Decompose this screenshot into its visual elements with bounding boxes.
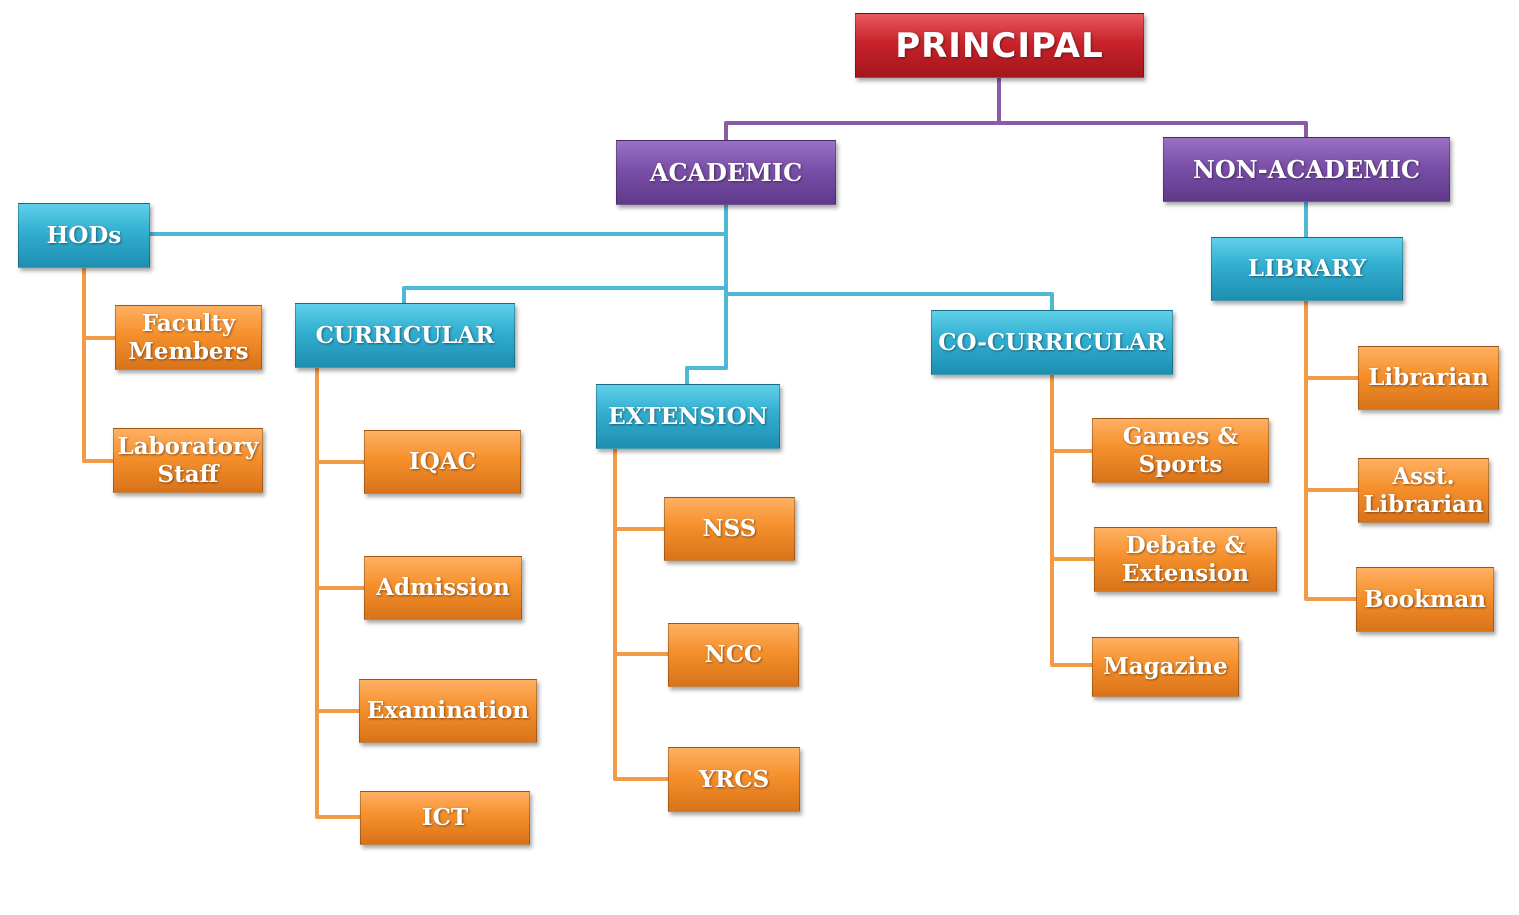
- bookman-box: Bookman: [1356, 567, 1494, 632]
- ncc-label: NCC: [704, 641, 763, 668]
- co-curricular-box: CO-CURRICULAR: [931, 310, 1173, 375]
- line-library-trunk: [1304, 301, 1356, 601]
- co-curricular-label: CO-CURRICULAR: [938, 328, 1166, 356]
- library-box: LIBRARY: [1211, 237, 1403, 301]
- asst-librarian-box: Asst. Librarian: [1358, 458, 1489, 523]
- line-academic-curricular: [402, 286, 726, 303]
- curricular-box: CURRICULAR: [295, 303, 515, 368]
- magazine-label: Magazine: [1103, 653, 1228, 680]
- examination-box: Examination: [359, 679, 537, 743]
- admission-box: Admission: [364, 556, 522, 620]
- admission-label: Admission: [376, 574, 510, 601]
- curricular-label: CURRICULAR: [315, 321, 495, 349]
- nss-box: NSS: [664, 497, 795, 561]
- yrcs-label: YRCS: [698, 765, 770, 793]
- academic-label: ACADEMIC: [649, 157, 803, 187]
- nss-label: NSS: [702, 515, 757, 542]
- ict-label: ICT: [421, 804, 469, 831]
- iqac-box: IQAC: [364, 430, 521, 494]
- principal-label: PRINCIPAL: [895, 25, 1104, 66]
- laboratory-staff-box: Laboratory Staff: [113, 428, 263, 493]
- hods-box: HODs: [18, 203, 150, 268]
- academic-box: ACADEMIC: [616, 140, 836, 205]
- yrcs-box: YRCS: [668, 747, 800, 812]
- library-label: LIBRARY: [1247, 255, 1367, 282]
- hods-label: HODs: [46, 221, 122, 249]
- line-hods-trunk: [82, 268, 113, 463]
- librarian-box: Librarian: [1358, 346, 1499, 410]
- principal-box: PRINCIPAL: [855, 13, 1144, 78]
- laboratory-staff-label: Laboratory Staff: [117, 432, 259, 488]
- extension-label: EXTENSION: [608, 402, 768, 430]
- magazine-box: Magazine: [1092, 637, 1239, 697]
- faculty-members-label: Faculty Members: [128, 309, 249, 365]
- line-co-curricular-trunk: [1050, 375, 1092, 667]
- iqac-label: IQAC: [409, 448, 476, 475]
- ict-box: ICT: [360, 791, 530, 845]
- non-academic-box: NON-ACADEMIC: [1163, 137, 1450, 202]
- examination-label: Examination: [366, 697, 530, 724]
- line-extension-trunk: [613, 449, 668, 781]
- games-sports-box: Games & Sports: [1092, 418, 1269, 483]
- non-academic-label: NON-ACADEMIC: [1192, 154, 1421, 184]
- faculty-members-box: Faculty Members: [115, 305, 262, 370]
- extension-box: EXTENSION: [596, 384, 780, 449]
- librarian-label: Librarian: [1368, 364, 1489, 391]
- line-curricular-trunk: [315, 368, 360, 819]
- ncc-box: NCC: [668, 623, 799, 687]
- line-principal-non-academic: [999, 121, 1308, 137]
- games-sports-label: Games & Sports: [1122, 422, 1239, 478]
- debate-extension-label: Debate & Extension: [1122, 531, 1249, 587]
- line-academic-co-curricular: [726, 292, 1054, 310]
- line-academic-extension: [685, 288, 728, 384]
- line-principal-divisions: [724, 78, 1001, 140]
- bookman-label: Bookman: [1363, 585, 1487, 613]
- debate-extension-box: Debate & Extension: [1094, 527, 1277, 592]
- asst-librarian-label: Asst. Librarian: [1363, 462, 1484, 518]
